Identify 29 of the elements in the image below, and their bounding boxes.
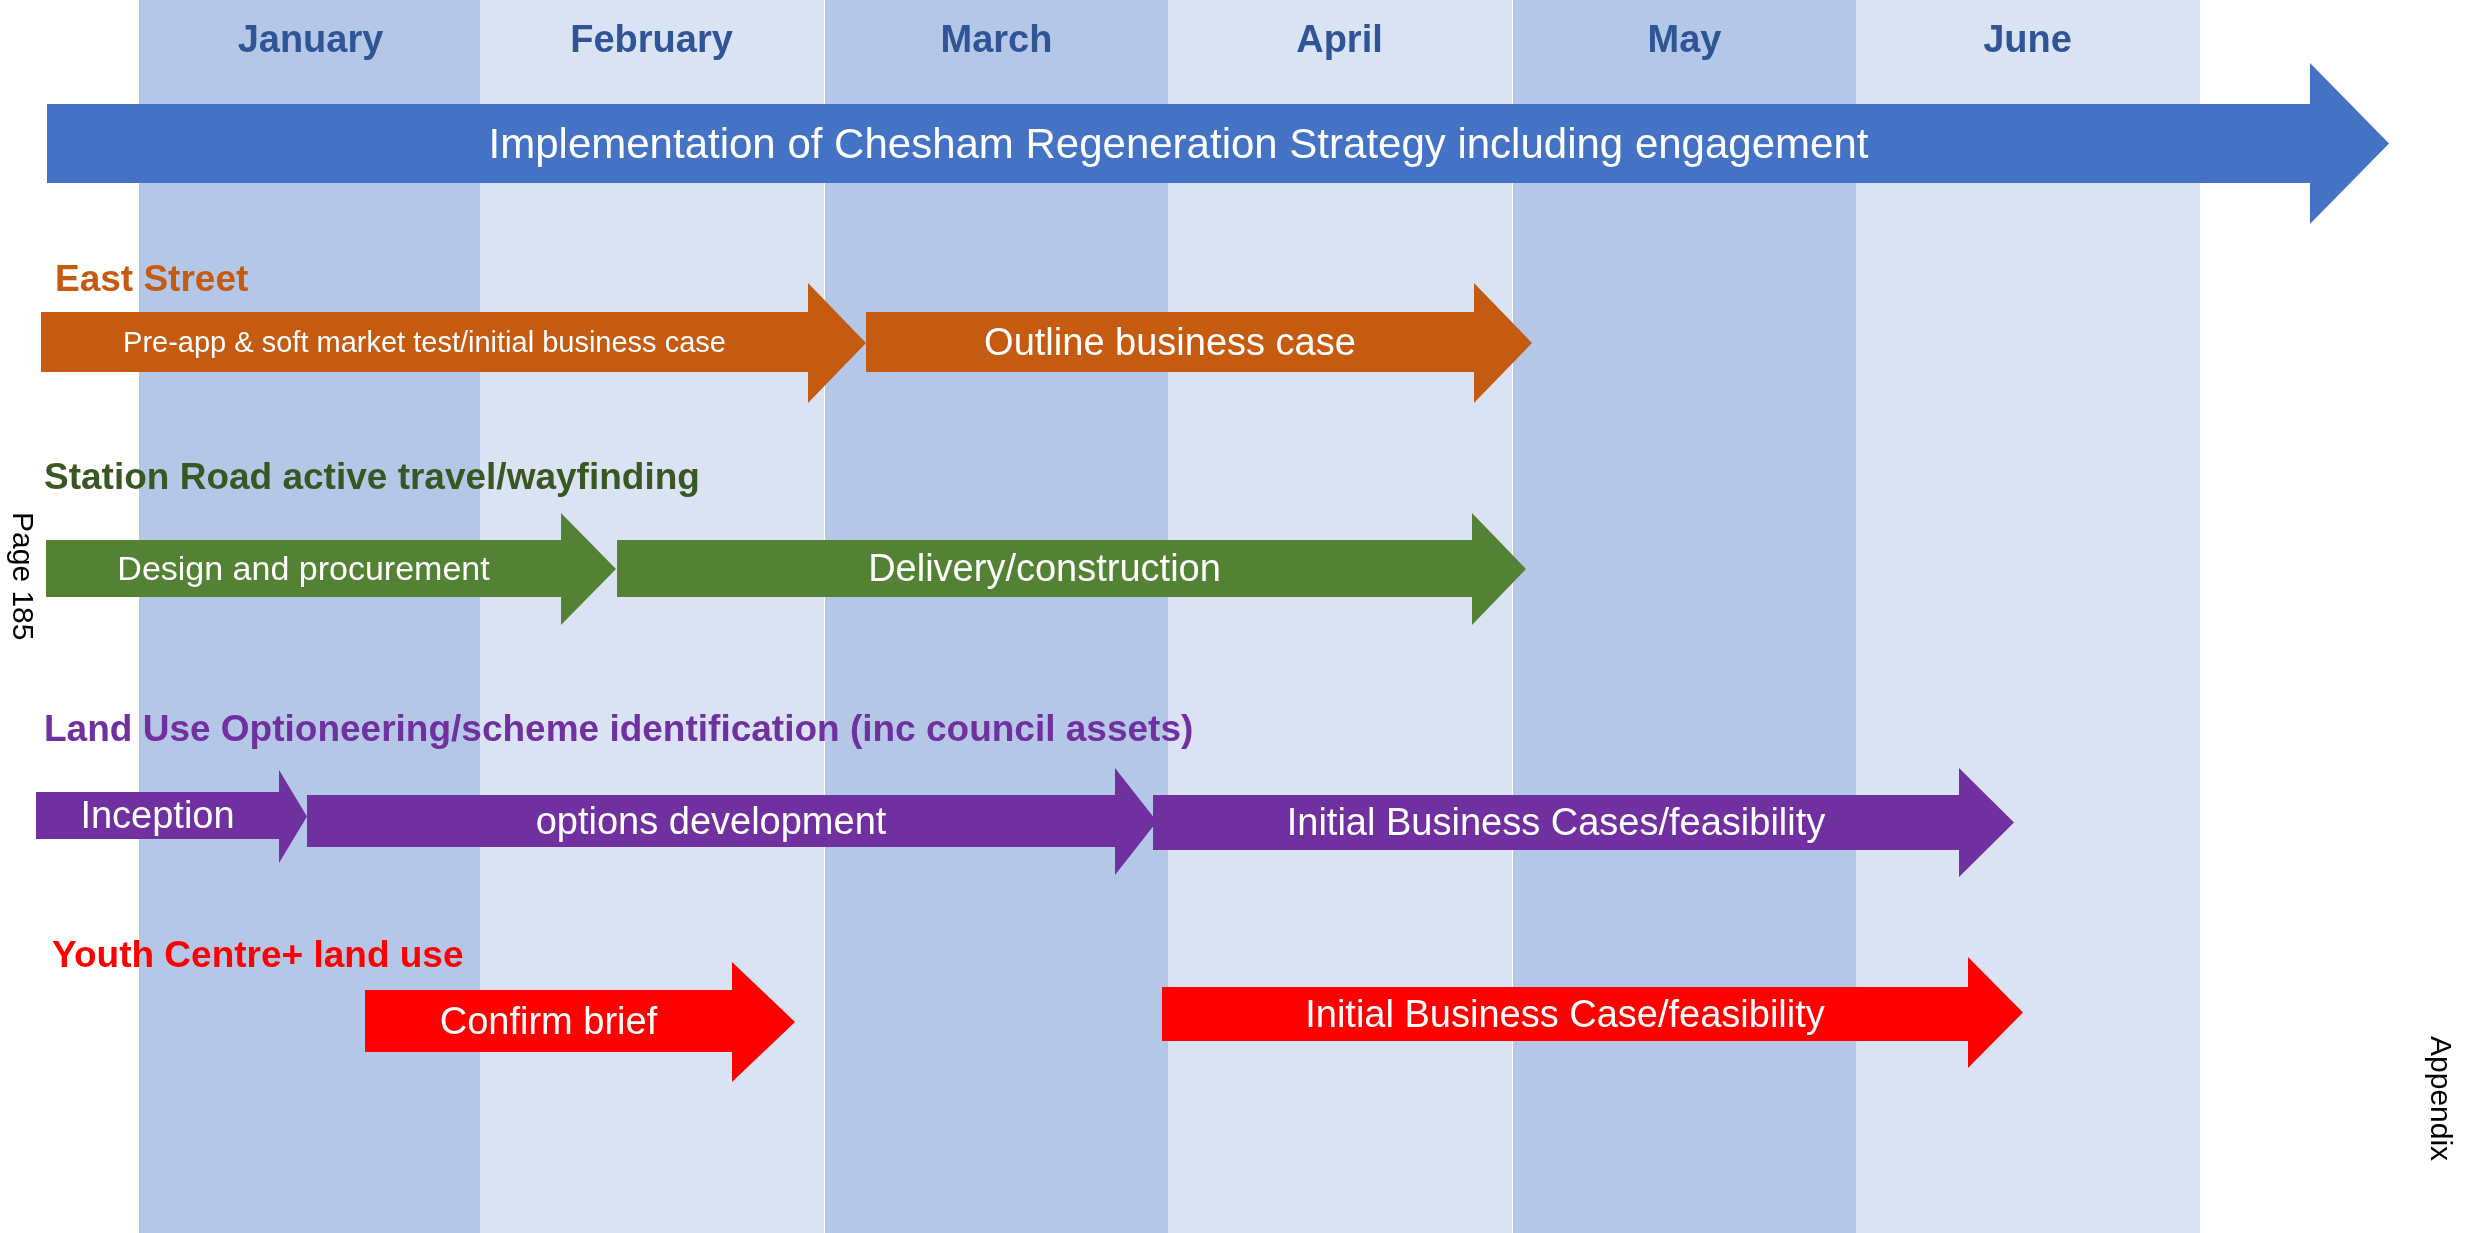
gantt-task-bar: [1153, 768, 2014, 877]
month-label: February: [569, 18, 734, 61]
gantt-task-bar: [47, 63, 2389, 224]
month-label: January: [236, 18, 385, 61]
section-heading: Land Use Optioneering/scheme identification (inc council assets): [44, 708, 1194, 750]
task-label: Inception: [79, 793, 236, 838]
task-label: Pre-app & soft market test/initial business case: [122, 324, 727, 360]
task-label: options development: [534, 798, 888, 844]
month-label: May: [1646, 18, 1723, 61]
task-label: Design and procurement: [116, 548, 491, 589]
appendix-note: Appendix: [2424, 1036, 2458, 1162]
gantt-task-bar: [866, 283, 1532, 403]
gantt-task-bar: [36, 770, 307, 863]
month-label: June: [1982, 18, 2073, 61]
task-label: Initial Business Case/feasibility: [1304, 991, 1826, 1037]
task-label: Confirm brief: [438, 998, 659, 1044]
task-label: Initial Business Cases/feasibility: [1285, 800, 1827, 845]
task-label: Implementation of Chesham Regeneration Strategy including engagement: [487, 118, 1870, 169]
section-heading: Youth Centre+ land use: [52, 934, 464, 976]
gantt-task-bar: [46, 513, 616, 625]
month-label: April: [1295, 18, 1384, 61]
section-heading: Station Road active travel/wayfinding: [44, 456, 700, 498]
section-heading: East Street: [55, 258, 249, 300]
page-number: Page 185: [6, 512, 40, 641]
gantt-task-bar: [1162, 957, 2023, 1068]
gantt-task-bar: [617, 513, 1526, 625]
task-label: Outline business case: [983, 319, 1357, 365]
task-label: Delivery/construction: [867, 546, 1222, 591]
month-label: March: [939, 18, 1054, 61]
